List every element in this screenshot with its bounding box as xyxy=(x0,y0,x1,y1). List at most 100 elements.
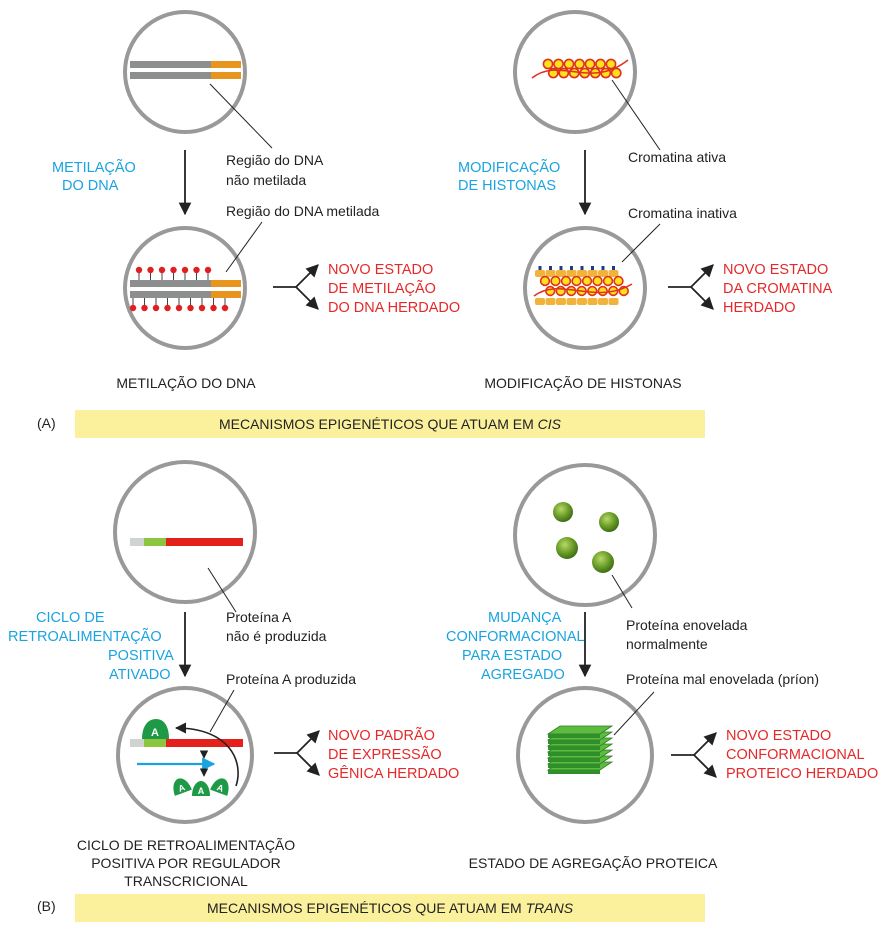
dna-outcome: NOVO ESTADO DE METILAÇÃO DO DNA HERDADO xyxy=(328,262,460,316)
histone-block xyxy=(587,270,598,277)
prion-step-label: MUDANÇA CONFORMACIONAL PARA ESTADO AGREG… xyxy=(446,610,585,683)
prion-sheet xyxy=(546,725,614,735)
nucleosome xyxy=(597,285,608,297)
protein-a-copy: A xyxy=(210,778,229,796)
methyl-group xyxy=(181,266,189,274)
histone-block xyxy=(566,270,577,277)
histone-block xyxy=(556,298,566,305)
protein-a-letter: A xyxy=(151,727,159,739)
histone-mark xyxy=(538,266,542,270)
prion-cell-top xyxy=(513,463,657,609)
methyl-group xyxy=(147,266,154,274)
folded-protein xyxy=(592,551,614,573)
svg-text:MODIFICAÇÃO: MODIFICAÇÃO xyxy=(458,159,560,176)
histone-block xyxy=(577,298,587,305)
prion-sheet-edge xyxy=(548,770,600,774)
active-chromatin xyxy=(531,58,629,79)
svg-text:DO DNA: DO DNA xyxy=(62,178,119,194)
protein-a-copy: A xyxy=(173,778,192,796)
nucleosome xyxy=(539,275,551,287)
svg-text:NOVO ESTADO: NOVO ESTADO xyxy=(723,262,828,278)
methyl-group xyxy=(198,304,206,312)
histone-block xyxy=(556,270,566,277)
svg-text:PROTEICO HERDADO: PROTEICO HERDADO xyxy=(726,766,878,782)
svg-text:Proteína enovelada: Proteína enovelada xyxy=(626,617,748,633)
active-chromatin-label: Cromatina ativa xyxy=(628,149,726,165)
histone-block xyxy=(608,270,619,277)
histone-step-label: MODIFICAÇÃO DE HISTONAS xyxy=(458,159,560,194)
histone-cell-top xyxy=(513,10,661,151)
nucleosome xyxy=(553,58,564,70)
dna-unmethylated-label: Região do DNA não metilada xyxy=(226,152,324,188)
svg-text:ATIVADO: ATIVADO xyxy=(109,667,171,683)
folded-protein xyxy=(556,537,578,559)
histone-block xyxy=(545,298,556,305)
svg-text:PARA ESTADO: PARA ESTADO xyxy=(462,648,562,664)
methyl-group xyxy=(175,304,183,312)
nucleosome xyxy=(571,275,582,287)
svg-text:CICLO DE RETROALIMENTAÇÃO: CICLO DE RETROALIMENTAÇÃO xyxy=(77,837,295,853)
panel-a-tag: (A) xyxy=(37,415,56,431)
histone-mark xyxy=(570,266,573,270)
feedback-step-label: CICLO DE RETROALIMENTAÇÃO POSITIVA ATIVA… xyxy=(8,610,174,683)
prion-fork-arrow xyxy=(671,732,717,778)
nucleosome xyxy=(566,285,577,297)
dna-fork-arrow xyxy=(273,264,319,310)
nucleosome xyxy=(610,67,622,79)
histone-block xyxy=(598,298,608,305)
svg-text:POSITIVA POR REGULADOR: POSITIVA POR REGULADOR xyxy=(91,855,281,871)
feedback-outcome: NOVO PADRÃO DE EXPRESSÃO GÊNICA HERDADO xyxy=(328,727,459,782)
methyl-group xyxy=(170,266,177,274)
histone-block xyxy=(566,298,577,305)
histone-fork-arrow xyxy=(668,264,714,310)
dna-step-label: METILAÇÃO DO DNA xyxy=(52,159,136,194)
svg-text:DE METILAÇÃO: DE METILAÇÃO xyxy=(328,280,436,297)
methyl-group xyxy=(164,304,171,312)
prion-sheet-edge xyxy=(548,734,600,738)
svg-text:TRANSCRICIONAL: TRANSCRICIONAL xyxy=(124,873,248,889)
histone-cell-bottom xyxy=(523,223,661,350)
inactive-chromatin xyxy=(533,266,633,305)
svg-text:NOVO PADRÃO: NOVO PADRÃO xyxy=(328,727,435,744)
feedback-cell-top xyxy=(113,460,257,613)
methyl-groups-top xyxy=(135,266,212,280)
dna-cell-top xyxy=(123,10,273,149)
protein-a-copy: A xyxy=(192,781,210,796)
nucleosome xyxy=(555,285,566,297)
feedback-caption: CICLO DE RETROALIMENTAÇÃO POSITIVA POR R… xyxy=(77,837,295,889)
panel-b-banner xyxy=(75,894,705,922)
methyl-group xyxy=(187,304,194,312)
prion-sheet-edge xyxy=(548,740,600,744)
nucleosome xyxy=(574,58,585,70)
svg-text:NOVO ESTADO: NOVO ESTADO xyxy=(726,728,831,744)
folded-proteins xyxy=(553,502,619,573)
protein-a-not-produced-label: Proteína A não é produzida xyxy=(226,609,327,644)
histone-mark xyxy=(591,266,594,270)
feedback-fork-arrow xyxy=(274,730,320,776)
histone-block xyxy=(545,270,556,277)
nucleosome xyxy=(560,275,572,287)
nucleosome xyxy=(563,58,575,70)
svg-text:CONFORMACIONAL: CONFORMACIONAL xyxy=(446,629,585,645)
nucleosome xyxy=(613,275,624,287)
nucleosome xyxy=(595,58,606,70)
histone-block xyxy=(535,298,545,305)
histone-mark xyxy=(580,266,584,270)
nucleosome xyxy=(602,275,614,287)
dna-methylated-label: Região do DNA metilada xyxy=(226,203,380,219)
svg-text:POSITIVA: POSITIVA xyxy=(108,648,174,664)
svg-text:não metilada: não metilada xyxy=(226,172,306,188)
methyl-group xyxy=(210,304,217,312)
nucleosome xyxy=(584,58,596,70)
nucleosome xyxy=(568,67,580,79)
svg-text:CICLO DE: CICLO DE xyxy=(36,610,105,626)
svg-text:RETROALIMENTAÇÃO: RETROALIMENTAÇÃO xyxy=(8,628,162,645)
folded-protein xyxy=(599,512,619,532)
svg-text:DE EXPRESSÃO: DE EXPRESSÃO xyxy=(328,746,442,763)
prion-sheet-edge xyxy=(548,752,600,756)
histone-block xyxy=(598,270,608,277)
inactive-chromatin-label: Cromatina inativa xyxy=(628,205,737,221)
svg-text:Região do DNA: Região do DNA xyxy=(226,152,324,168)
